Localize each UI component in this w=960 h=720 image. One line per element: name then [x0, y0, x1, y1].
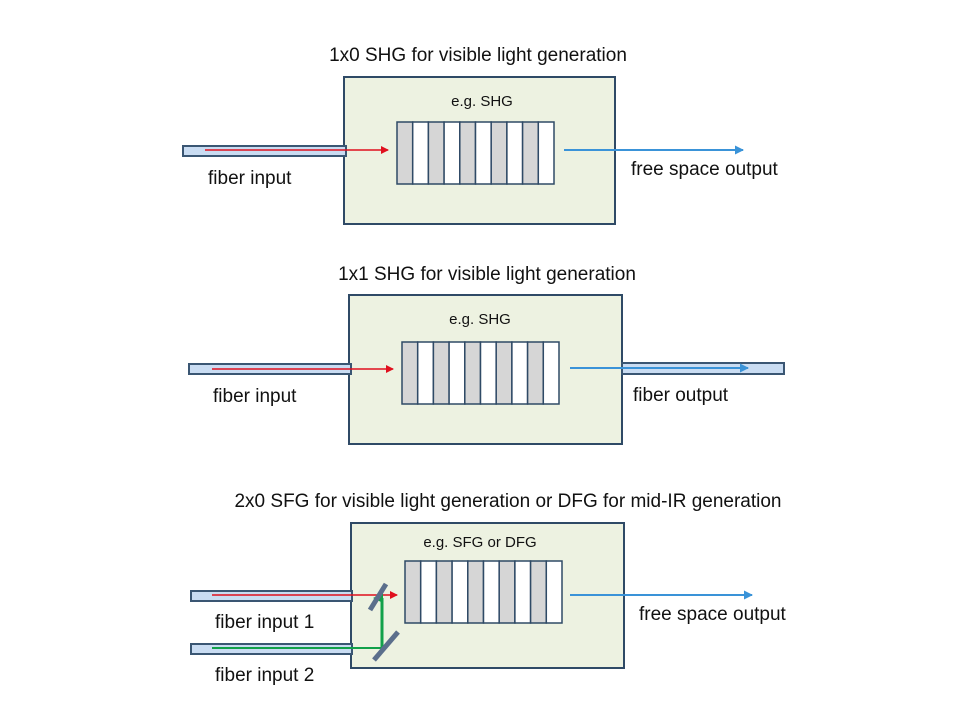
- panel-1x0-shg: 1x0 SHG for visible light generation e.g…: [182, 45, 779, 225]
- nonlinear-crystal: [401, 341, 560, 405]
- crystal-segment: [401, 341, 419, 405]
- crystal-segment: [537, 121, 555, 185]
- crystal-segment: [435, 560, 453, 624]
- panel-title: 1x0 SHG for visible light generation: [329, 45, 627, 66]
- crystal-segment: [448, 341, 466, 405]
- fiber-input-2-label: fiber input 2: [215, 665, 314, 686]
- crystal-segment: [498, 560, 516, 624]
- crystal-segment: [474, 121, 492, 185]
- crystal-segment: [542, 341, 560, 405]
- crystal-segment: [411, 121, 430, 185]
- fiber-input-label: fiber input: [208, 168, 292, 189]
- crystal-segment: [511, 341, 529, 405]
- process-label: e.g. SHG: [449, 311, 511, 328]
- dichroic-mirror: [367, 582, 389, 612]
- crystal-segment: [526, 341, 545, 405]
- crystal-segment: [545, 560, 563, 624]
- panel-2x0-sfg-dfg: 2x0 SFG for visible light generation or …: [190, 491, 787, 686]
- crystal-segment: [529, 560, 548, 624]
- crystal-segment: [427, 121, 445, 185]
- fiber-input-1-label: fiber input 1: [215, 612, 314, 633]
- crystal-segment: [514, 560, 532, 624]
- crystal-segment: [416, 341, 435, 405]
- crystal-segment: [467, 560, 485, 624]
- crystal-segment: [419, 560, 438, 624]
- panel-title: 2x0 SFG for visible light generation or …: [234, 491, 781, 512]
- crystal-segment: [482, 560, 500, 624]
- output-label: free space output: [639, 604, 787, 625]
- panel-title: 1x1 SHG for visible light generation: [338, 264, 636, 285]
- crystal-segment: [495, 341, 513, 405]
- crystal-segment: [479, 341, 497, 405]
- output-label: free space output: [631, 159, 779, 180]
- fold-mirror: [372, 630, 400, 662]
- fiber-input-label: fiber input: [213, 386, 297, 407]
- input-fiber: [182, 145, 347, 157]
- process-label: e.g. SHG: [451, 93, 513, 110]
- crystal-segment: [506, 121, 524, 185]
- input-fiber-1: [190, 590, 353, 602]
- crystal-segment: [521, 121, 540, 185]
- crystal-segment: [464, 341, 482, 405]
- process-label: e.g. SFG or DFG: [423, 534, 536, 551]
- crystal-segment: [451, 560, 469, 624]
- crystal-segment: [490, 121, 508, 185]
- crystal-segment: [396, 121, 414, 185]
- crystal-segment: [432, 341, 450, 405]
- output-label: fiber output: [633, 385, 729, 406]
- crystal-segment: [404, 560, 422, 624]
- crystal-segment: [443, 121, 461, 185]
- nonlinear-crystal: [404, 560, 563, 624]
- nonlinear-crystal: [396, 121, 555, 185]
- panel-1x1-shg: 1x1 SHG for visible light generation e.g…: [188, 264, 785, 445]
- crystal-segment: [459, 121, 477, 185]
